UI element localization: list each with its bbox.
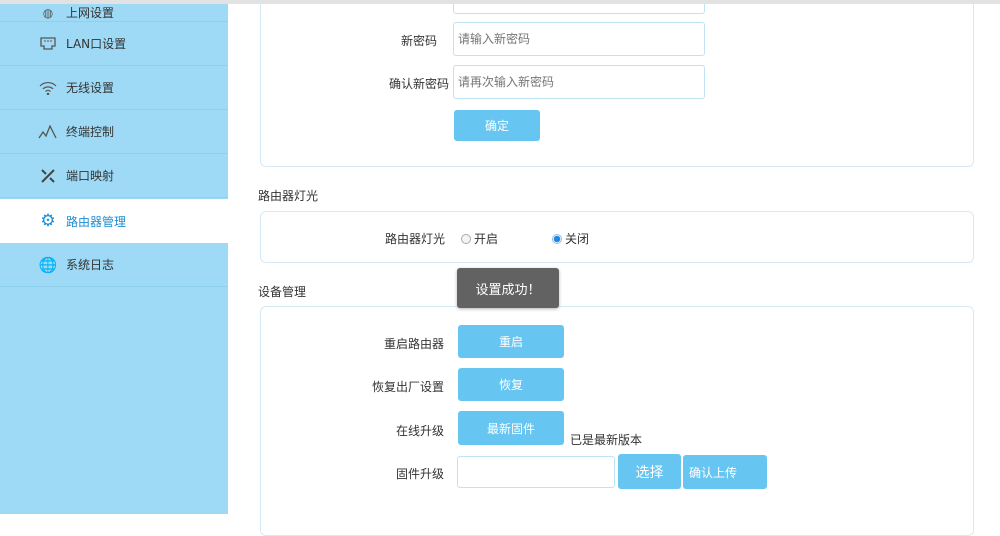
light-off-radio[interactable]: 关闭 <box>552 230 589 247</box>
terminal-wave-icon <box>38 124 58 140</box>
reboot-label: 重启路由器 <box>383 337 444 351</box>
sidebar-item-label: 端口映射 <box>66 169 115 183</box>
globe-icon: ◍ <box>42 5 54 20</box>
sidebar-item-router-management[interactable]: ⚙ 路由器管理 <box>0 199 228 243</box>
wifi-icon <box>38 80 58 96</box>
lan-port-icon <box>38 36 58 52</box>
success-toast: 设置成功！ <box>457 268 559 308</box>
new-password-input[interactable] <box>453 22 705 56</box>
sidebar: ◍ 上网设置 LAN口设置 无线设置 终端控制 端口映射 ⚙ 路由器管理 🌐 系… <box>0 0 228 514</box>
confirm-upload-button[interactable]: 确认上传 <box>683 455 767 489</box>
radio-checked-icon <box>552 234 562 244</box>
confirm-password-label: 确认新密码 <box>388 77 449 91</box>
sidebar-item-internet[interactable]: ◍ 上网设置 <box>0 4 228 22</box>
confirm-password-input[interactable] <box>453 65 705 99</box>
sidebar-item-label: 系统日志 <box>66 258 115 272</box>
tools-icon <box>38 168 58 184</box>
light-card <box>260 211 974 263</box>
sidebar-item-terminal[interactable]: 终端控制 <box>0 110 228 154</box>
sidebar-item-label: LAN口设置 <box>66 37 127 51</box>
sidebar-item-label: 无线设置 <box>66 81 115 95</box>
choose-file-button[interactable]: 选择 <box>618 454 681 489</box>
firmware-upgrade-label: 固件升级 <box>395 467 444 481</box>
gear-icon: ⚙ <box>40 211 56 231</box>
reboot-button[interactable]: 重启 <box>458 325 564 358</box>
window-top-border <box>0 0 1000 4</box>
factory-reset-label: 恢复出厂设置 <box>371 380 444 394</box>
sidebar-item-label: 上网设置 <box>66 5 115 20</box>
log-globe-icon: 🌐 <box>38 255 58 274</box>
light-section-title: 路由器灯光 <box>258 189 319 203</box>
factory-reset-button[interactable]: 恢复 <box>458 368 564 401</box>
radio-label: 开启 <box>474 232 499 246</box>
password-card <box>260 0 974 167</box>
device-section-title: 设备管理 <box>258 285 307 299</box>
light-on-radio[interactable]: 开启 <box>461 230 498 247</box>
sidebar-item-wireless[interactable]: 无线设置 <box>0 66 228 110</box>
confirm-button[interactable]: 确定 <box>454 110 540 141</box>
radio-label: 关闭 <box>565 232 590 246</box>
sidebar-item-lan[interactable]: LAN口设置 <box>0 22 228 66</box>
sidebar-item-label: 终端控制 <box>66 125 115 139</box>
sidebar-item-port-mapping[interactable]: 端口映射 <box>0 154 228 198</box>
new-password-label: 新密码 <box>400 34 437 48</box>
light-label: 路由器灯光 <box>384 232 445 246</box>
firmware-file-input[interactable] <box>457 456 615 488</box>
latest-firmware-button[interactable]: 最新固件 <box>458 411 564 445</box>
firmware-status: 已是最新版本 <box>570 433 643 447</box>
online-upgrade-label: 在线升级 <box>395 424 444 438</box>
radio-unchecked-icon <box>461 234 471 244</box>
sidebar-item-label: 路由器管理 <box>66 214 127 229</box>
sidebar-item-system-log[interactable]: 🌐 系统日志 <box>0 243 228 287</box>
